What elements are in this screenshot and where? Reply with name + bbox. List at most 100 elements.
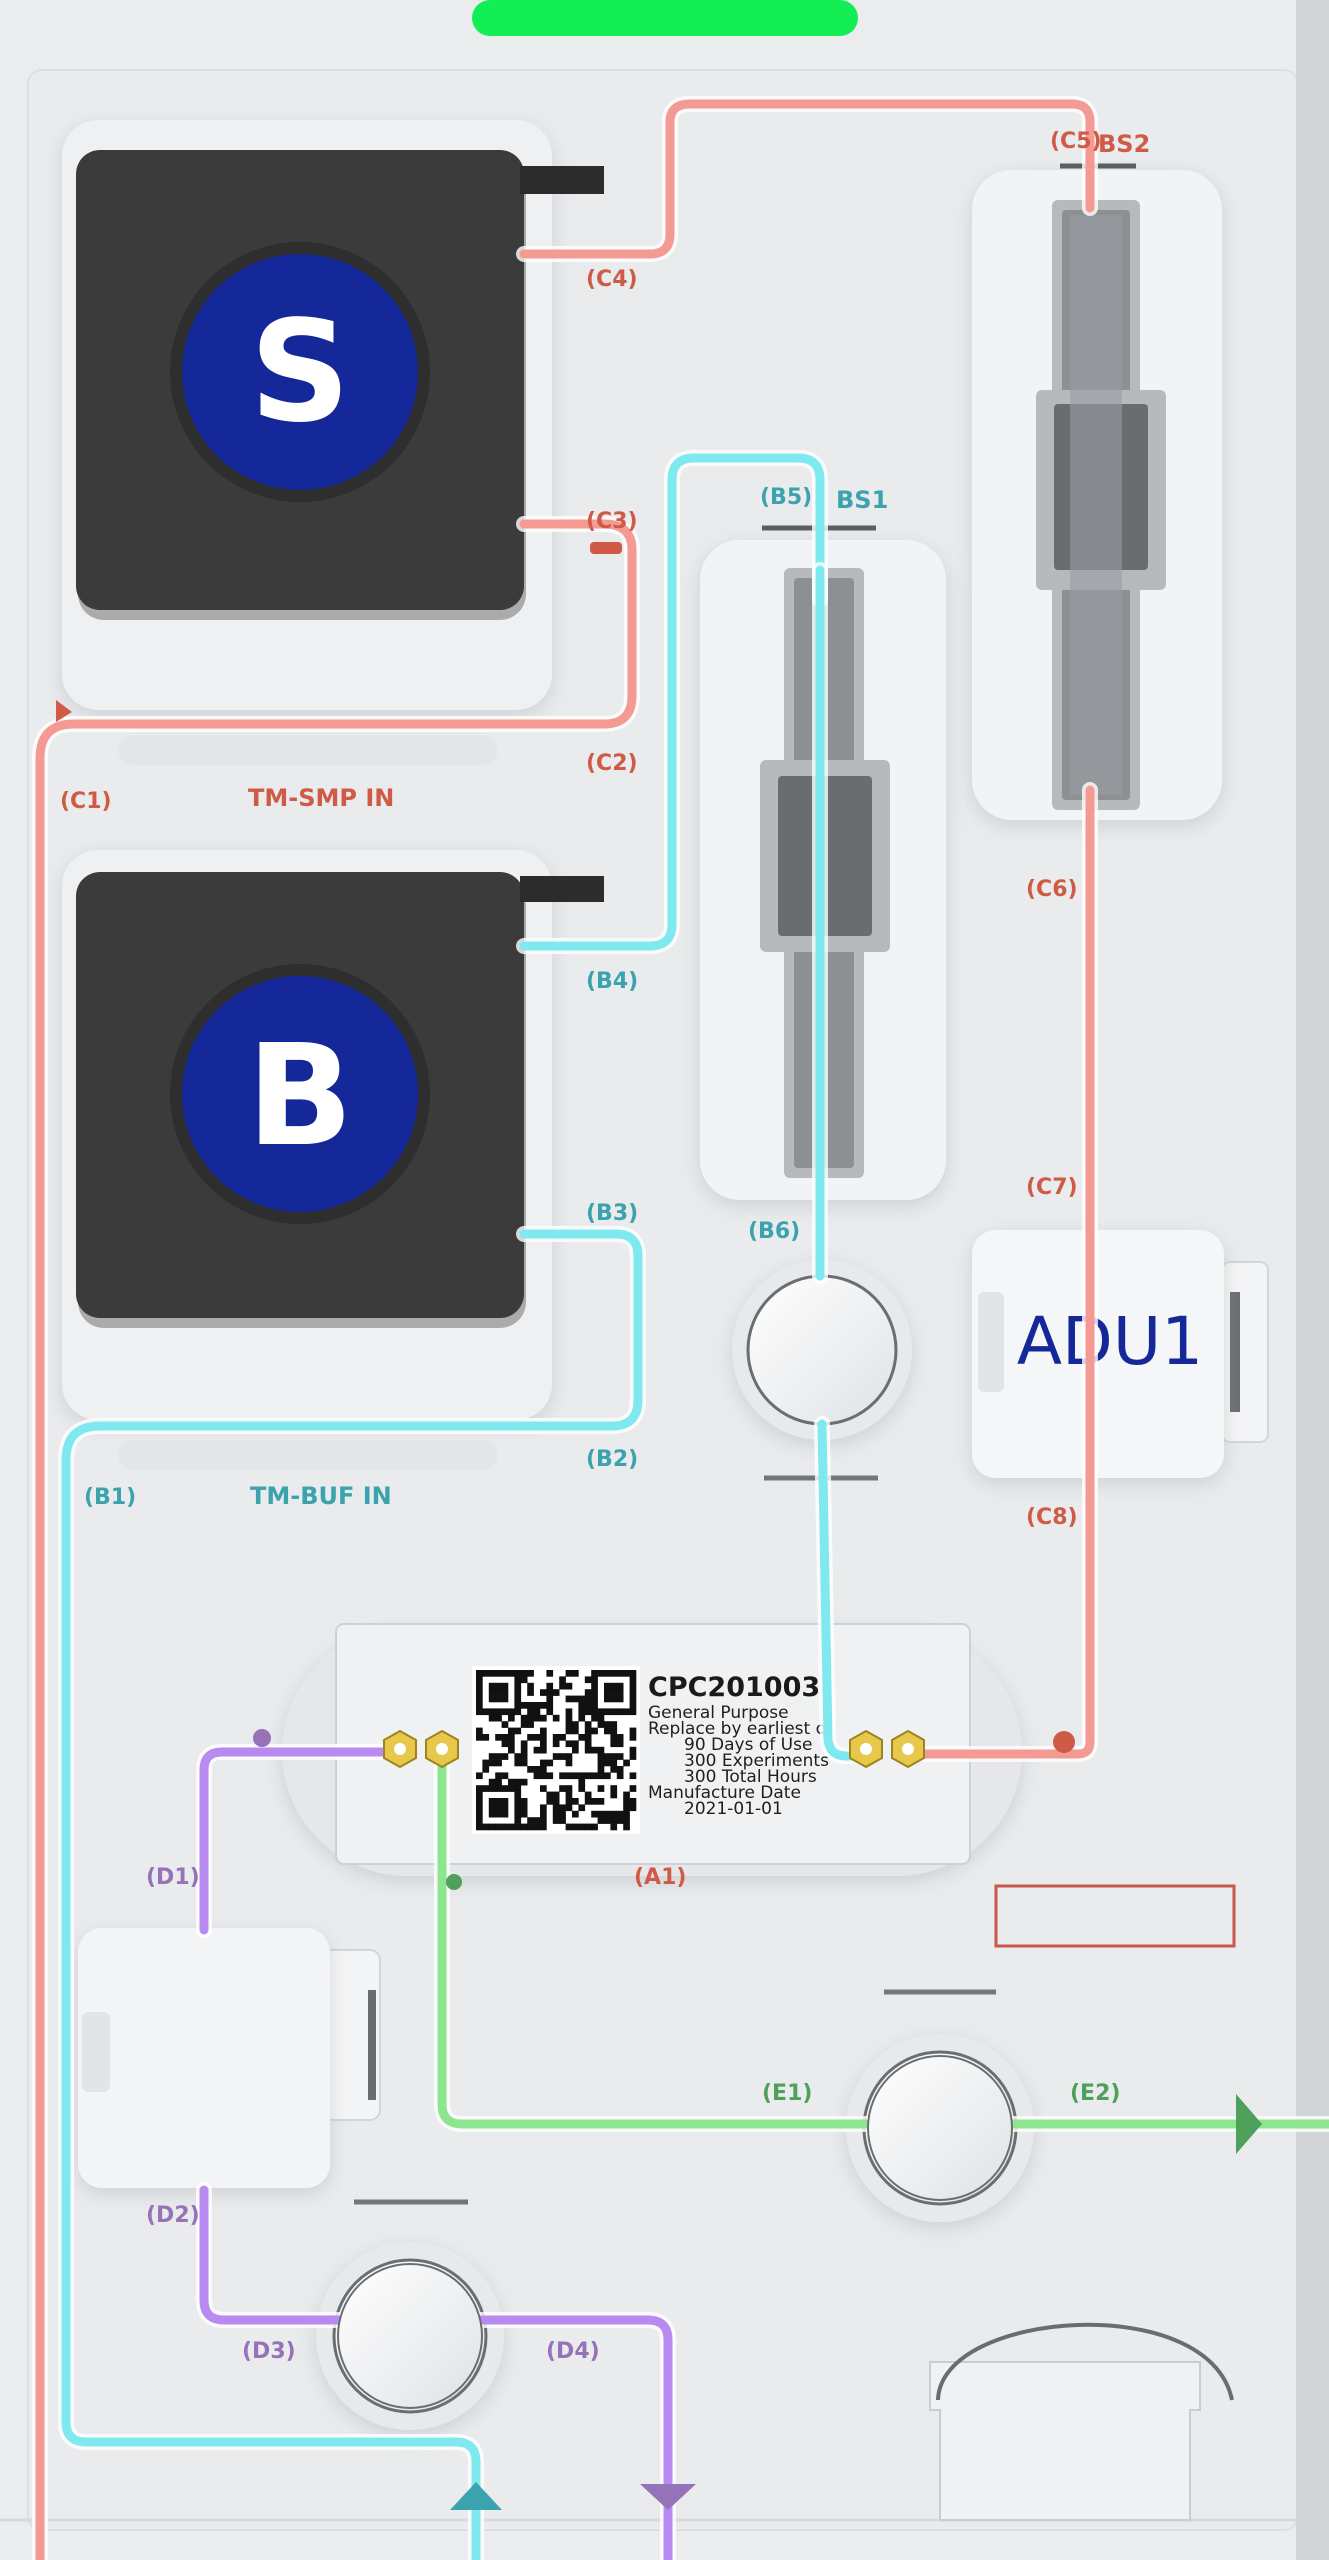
column-label-bs2: BS2	[1098, 130, 1150, 158]
qr-module	[540, 1785, 547, 1792]
bs2-column[interactable]	[1036, 200, 1166, 810]
cartridge-line: 300 Total Hours	[684, 1767, 817, 1787]
sample-caption: TM-SMP IN	[248, 784, 394, 812]
port-label-d1: (D1)	[146, 1865, 200, 1890]
qr-module	[514, 1817, 522, 1824]
valve-d-face[interactable]	[337, 2263, 483, 2409]
qr-module	[495, 1695, 502, 1703]
qr-module	[610, 1766, 618, 1773]
port-label-b4: (B4)	[586, 969, 638, 994]
sample-tube-c6-c8[interactable]	[902, 782, 1098, 1762]
port-label-b6: (B6)	[748, 1219, 800, 1244]
qr-module	[501, 1734, 509, 1741]
valve-b6[interactable]	[732, 1260, 912, 1440]
qr-module	[540, 1766, 547, 1773]
qr-module	[616, 1817, 624, 1824]
qr-module	[508, 1823, 515, 1831]
qr-module	[591, 1746, 598, 1754]
qr-module	[533, 1766, 541, 1773]
buffer-tube-b4-b5[interactable]	[516, 450, 828, 954]
valve-e-face[interactable]	[867, 2055, 1013, 2201]
column-label-bs1: BS1	[836, 486, 888, 514]
qr-module	[476, 1772, 483, 1780]
qr-module	[501, 1753, 509, 1760]
qr-module	[533, 1702, 541, 1709]
qr-module	[514, 1670, 522, 1677]
port-label-c4: (C4)	[586, 267, 638, 292]
qr-module	[520, 1804, 528, 1812]
qr-module	[629, 1785, 637, 1792]
qr-module	[584, 1734, 592, 1741]
qr-module	[616, 1708, 624, 1716]
qr-module	[520, 1778, 528, 1786]
drain-module[interactable]	[78, 1928, 381, 2188]
sample-flow-arrow-icon	[56, 700, 72, 722]
sample-reservoir[interactable]: S	[76, 150, 604, 620]
qr-module	[520, 1740, 528, 1748]
qr-module	[604, 1753, 611, 1760]
qr-module	[488, 1708, 496, 1716]
qr-module	[476, 1670, 483, 1677]
qr-module	[591, 1676, 598, 1684]
qr-module	[501, 1810, 509, 1818]
qr-module	[610, 1817, 618, 1824]
port-label-d4: (D4)	[546, 2339, 600, 2364]
adu1-detector[interactable]: ADU1	[972, 1230, 1269, 1478]
qr-module	[552, 1714, 560, 1722]
qr-module	[591, 1708, 598, 1716]
qr-module	[623, 1817, 630, 1824]
qr-module	[559, 1676, 566, 1684]
qr-module	[520, 1676, 528, 1684]
qr-module	[623, 1759, 630, 1767]
drain-tube-d1[interactable]	[196, 1744, 408, 1938]
qr-module	[597, 1766, 605, 1773]
qr-module	[597, 1753, 605, 1760]
qr-module	[604, 1708, 611, 1716]
qr-module	[495, 1670, 502, 1677]
qr-module	[495, 1759, 502, 1767]
port-label-b5: (B5)	[760, 485, 812, 510]
sample-tube-c4-c5[interactable]	[516, 96, 1098, 262]
qr-module	[540, 1740, 547, 1748]
qr-module	[616, 1766, 624, 1773]
qr-module	[584, 1708, 592, 1716]
qr-module	[488, 1785, 496, 1792]
qr-module	[488, 1798, 496, 1805]
qr-module	[552, 1810, 560, 1818]
buffer-tube-b1-b3[interactable]	[58, 1226, 646, 2560]
qr-module	[488, 1714, 496, 1722]
qr-module	[488, 1753, 496, 1760]
qr-module	[533, 1817, 541, 1824]
d1-end-marker	[253, 1729, 271, 1747]
qr-module	[508, 1727, 515, 1735]
qr-module	[597, 1714, 605, 1722]
qr-module	[552, 1791, 560, 1799]
buffer-reservoir[interactable]: B	[76, 872, 604, 1328]
waste-holder[interactable]	[929, 2322, 1234, 2521]
adu1-label: ADU1	[1017, 1303, 1203, 1380]
qr-module	[482, 1823, 490, 1831]
qr-module	[591, 1682, 598, 1690]
port-label-c3: (C3)	[586, 509, 638, 534]
buffer-caption-plate	[118, 1440, 498, 1470]
qr-module	[565, 1670, 573, 1677]
qr-module	[514, 1695, 522, 1703]
port-label-a1: (A1)	[634, 1865, 686, 1890]
elution-tube-e1-e2[interactable]	[434, 1744, 1329, 2132]
qr-module	[623, 1823, 630, 1831]
qr-module	[501, 1695, 509, 1703]
qr-module	[610, 1810, 618, 1818]
qr-module	[488, 1689, 496, 1696]
sample-tube-c1-c2[interactable]	[32, 516, 640, 2560]
qr-module	[629, 1753, 637, 1760]
qr-module	[508, 1740, 515, 1748]
qr-module	[514, 1689, 522, 1696]
qr-module	[629, 1727, 637, 1735]
qr-module	[520, 1670, 528, 1677]
qr-module	[629, 1772, 637, 1780]
buffer-tube-valve-a1[interactable]	[814, 1416, 870, 1764]
qr-module	[533, 1746, 541, 1754]
qr-module	[514, 1823, 522, 1831]
qr-module	[508, 1778, 515, 1786]
